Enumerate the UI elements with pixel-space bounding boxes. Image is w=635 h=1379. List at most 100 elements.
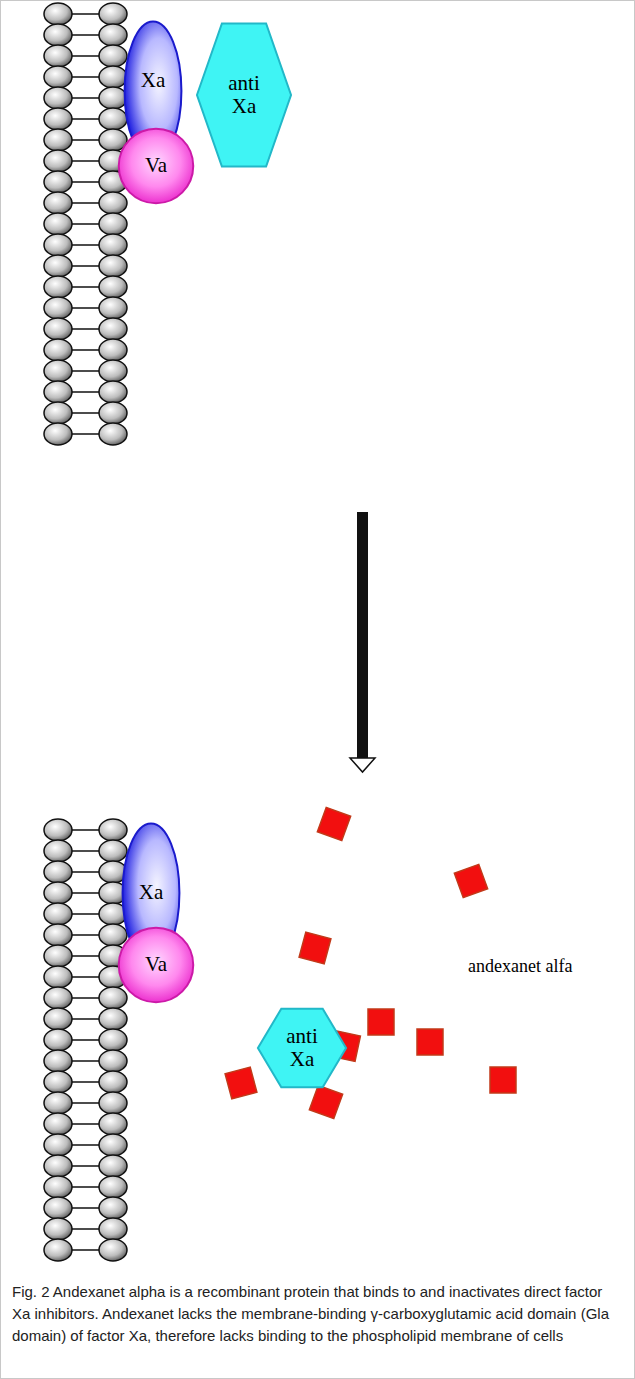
lipid-head — [99, 192, 127, 214]
node-label: Xa — [133, 69, 173, 92]
lipid-head — [99, 3, 127, 25]
lipid-head — [99, 1029, 127, 1051]
lipid-head — [44, 1050, 72, 1072]
lipid-head — [99, 819, 127, 841]
lipid-head — [99, 1008, 127, 1030]
lipid-tail — [70, 139, 101, 141]
node-label: Va — [136, 154, 176, 177]
lipid-head — [44, 276, 72, 298]
lipid-head — [44, 192, 72, 214]
lipid-tail — [70, 1039, 101, 1041]
andexanet-molecule — [225, 1067, 257, 1099]
lipid-head — [44, 402, 72, 424]
lipid-tail — [70, 349, 101, 351]
lipid-head — [44, 45, 72, 67]
lipid-head — [44, 987, 72, 1009]
node-shape — [258, 1009, 346, 1087]
lipid-tail — [70, 934, 101, 936]
phospholipid-membrane — [44, 819, 127, 1261]
lipid-tail — [70, 1186, 101, 1188]
node-label: Va — [136, 953, 176, 976]
lipid-tail — [70, 1081, 101, 1083]
lipid-head — [44, 966, 72, 988]
lipid-head — [44, 1218, 72, 1240]
lipid-head — [44, 87, 72, 109]
node-shape — [119, 928, 193, 1002]
lipid-head — [99, 1197, 127, 1219]
lipid-head — [44, 234, 72, 256]
lipid-head — [99, 381, 127, 403]
lipid-head — [44, 945, 72, 967]
lipid-head — [99, 1155, 127, 1177]
lipid-head — [44, 381, 72, 403]
inhibitor-hexagon: anti Xa — [257, 1008, 347, 1088]
lipid-tail — [70, 160, 101, 162]
lipid-head — [44, 1176, 72, 1198]
lipid-tail — [70, 1207, 101, 1209]
lipid-tail — [70, 328, 101, 330]
lipid-head — [44, 150, 72, 172]
lipid-head — [99, 987, 127, 1009]
lipid-head — [44, 171, 72, 193]
lipid-tail — [70, 1144, 101, 1146]
node-label: Xa — [131, 881, 171, 904]
lipid-head — [44, 903, 72, 925]
lipid-head — [44, 24, 72, 46]
lipid-tail — [70, 1018, 101, 1020]
drug-label: andexanet alfa — [468, 956, 572, 977]
lipid-tail — [70, 412, 101, 414]
andexanet-molecule — [299, 932, 331, 964]
inhibitor-hexagon: anti Xa — [196, 22, 292, 168]
arrow-shaft — [357, 512, 368, 760]
lipid-head — [99, 1113, 127, 1135]
lipid-head — [99, 1071, 127, 1093]
lipid-tail — [70, 850, 101, 852]
lipid-head — [44, 840, 72, 862]
lipid-head — [44, 1113, 72, 1135]
node-shape — [197, 23, 291, 166]
lipid-head — [99, 1134, 127, 1156]
lipid-head — [99, 213, 127, 235]
lipid-head — [44, 297, 72, 319]
lipid-tail — [70, 391, 101, 393]
lipid-tail — [70, 433, 101, 435]
lipid-head — [99, 1176, 127, 1198]
lipid-head — [99, 24, 127, 46]
lipid-tail — [70, 1249, 101, 1251]
node-label: anti Xa — [220, 72, 268, 118]
lipid-head — [44, 255, 72, 277]
andexanet-molecule — [417, 1029, 443, 1055]
lipid-head — [44, 924, 72, 946]
lipid-tail — [70, 1123, 101, 1125]
lipid-head — [99, 402, 127, 424]
lipid-head — [99, 1239, 127, 1261]
lipid-tail — [70, 871, 101, 873]
lipid-tail — [70, 307, 101, 309]
lipid-head — [99, 1218, 127, 1240]
arrow-head — [350, 758, 375, 772]
lipid-head — [99, 276, 127, 298]
lipid-head — [44, 213, 72, 235]
andexanet-molecule — [317, 807, 350, 840]
factor-circle: Va — [118, 128, 194, 204]
lipid-head — [99, 87, 127, 109]
node-shape — [119, 129, 193, 203]
lipid-tail — [70, 1165, 101, 1167]
lipid-head — [44, 1071, 72, 1093]
lipid-head — [44, 66, 72, 88]
lipid-tail — [70, 829, 101, 831]
lipid-head — [44, 1029, 72, 1051]
lipid-tail — [70, 286, 101, 288]
andexanet-molecule — [490, 1067, 516, 1093]
andexanet-molecule — [368, 1009, 394, 1035]
lipid-head — [44, 1008, 72, 1030]
lipid-tail — [70, 1060, 101, 1062]
lipid-head — [99, 924, 127, 946]
lipid-head — [99, 66, 127, 88]
lipid-head — [99, 297, 127, 319]
lipid-tail — [70, 955, 101, 957]
factor-circle: Va — [118, 927, 194, 1003]
phospholipid-membrane — [44, 3, 127, 445]
